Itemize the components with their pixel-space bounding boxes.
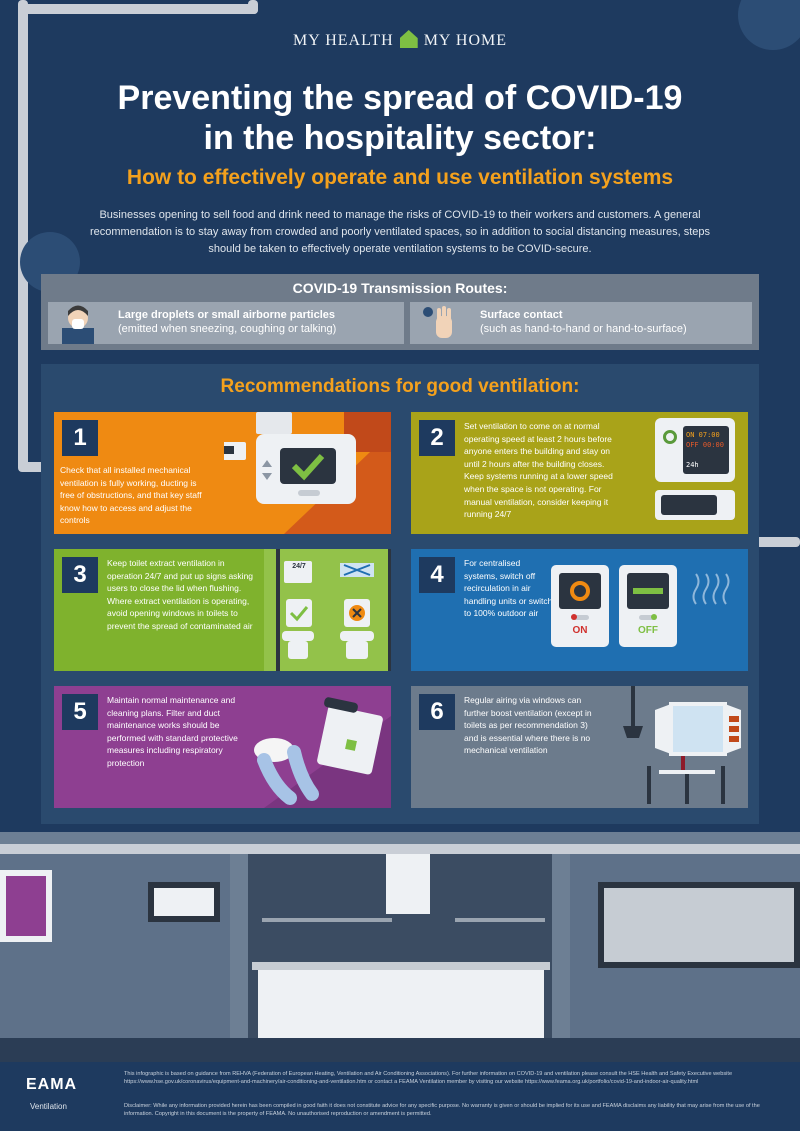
floor — [0, 1038, 800, 1062]
restaurant-scene-illustration — [0, 832, 800, 1062]
timer-on-label: ON 07:00 — [686, 431, 720, 439]
route-surface-title: Surface contact — [480, 309, 563, 321]
card-text: Regular airing via windows can further b… — [464, 695, 592, 756]
recirculation-icon — [559, 573, 601, 609]
transmission-routes-title: COVID-19 Transmission Routes: — [292, 280, 508, 296]
kitchen-window — [598, 882, 800, 968]
moon-fan-icon — [661, 495, 717, 515]
brand-logo: MY HEALTH MY HOME — [0, 30, 800, 50]
feama-logo: EAMA — [26, 1076, 78, 1093]
off-indicator — [639, 614, 657, 620]
page-title: Preventing the spread of COVID-19 in the… — [0, 78, 800, 158]
feama-logo-subtitle: Ventilation — [30, 1102, 67, 1111]
card-text: Check that all installed mechanical vent… — [60, 465, 202, 526]
title-line-2: in the hospitality sector: — [203, 119, 597, 157]
route-airborne-detail: (emitted when sneezing, coughing or talk… — [118, 323, 337, 335]
outdoor-air-off-unit: OFF — [619, 565, 677, 647]
timer-display: ON 07:00 OFF 00:00 24h — [655, 418, 735, 482]
card-text: Set ventilation to come on at normal ope… — [464, 421, 613, 520]
card-number: 5 — [62, 694, 98, 730]
toilet-illustration — [264, 549, 391, 671]
off-label: OFF — [638, 625, 658, 636]
card-number: 6 — [419, 694, 455, 730]
artwork-frame — [148, 882, 220, 922]
maintenance-illustration — [254, 697, 391, 808]
recommendation-card-6: 6 Regular airing via windows can further… — [411, 686, 748, 808]
card-text: For centralised systems, switch off reci… — [464, 558, 553, 619]
bar-counter-top — [252, 962, 550, 970]
ceiling-duct — [0, 844, 800, 854]
airflow-waves-icon — [692, 573, 730, 605]
timer-off-label: OFF 00:00 — [686, 441, 724, 449]
card-number: 4 — [419, 557, 455, 593]
page-subtitle: How to effectively operate and use venti… — [126, 166, 674, 189]
bottle-shelf — [455, 918, 545, 922]
menu-board — [386, 854, 430, 914]
recommendation-card-5: 5 Maintain normal maintenance and cleani… — [54, 686, 391, 808]
recommendation-card-2: 2 Set ventilation to come on at normal o… — [411, 412, 748, 534]
pipe-decoration — [18, 4, 258, 14]
route-surface-detail: (such as hand-to-hand or hand-to-surface… — [480, 323, 687, 335]
hand-virus-icon — [423, 306, 452, 338]
route-airborne: Large droplets or small airborne particl… — [48, 302, 404, 344]
recommendations-title: Recommendations for good ventilation: — [220, 376, 580, 397]
transmission-routes-panel: COVID-19 Transmission Routes: Large drop… — [41, 274, 759, 350]
route-airborne-title: Large droplets or small airborne particl… — [118, 309, 336, 321]
route-surface: Surface contact (such as hand-to-hand or… — [410, 302, 752, 344]
brand-right: MY HOME — [423, 32, 507, 49]
timer-screen: ON 07:00 OFF 00:00 24h — [683, 426, 729, 474]
footer: EAMA Ventilation This infographic is bas… — [0, 1062, 800, 1131]
ventilation-control-panel-icon — [224, 412, 391, 534]
disclaimer: Disclaimer: While any information provid… — [124, 1103, 760, 1117]
open-window-illustration — [623, 686, 741, 804]
person-sneezing-icon — [62, 305, 94, 344]
timer-hours-label: 24h — [686, 461, 699, 469]
house-icon — [399, 30, 418, 48]
recommendation-card-4: 4 For centralised systems, switch off re… — [411, 549, 748, 671]
fan-speed-display — [655, 490, 735, 520]
brand-left: MY HEALTH — [293, 32, 394, 49]
on-label: ON — [572, 625, 588, 636]
recommendation-card-1: 1 Check that all installed mechanical ve… — [54, 412, 391, 534]
pipe-decoration — [18, 0, 28, 470]
card-text: Maintain normal maintenance and cleaning… — [107, 695, 238, 768]
pipe-decoration — [248, 0, 258, 14]
sign-24-7: 24/7 — [292, 563, 306, 570]
intro-paragraph: Businesses opening to sell food and drin… — [90, 209, 710, 255]
outdoor-air-icon — [627, 573, 669, 609]
pipe-decoration — [18, 462, 58, 472]
title-line-1: Preventing the spread of COVID-19 — [117, 79, 683, 117]
on-indicator — [571, 614, 589, 620]
card-number: 3 — [62, 557, 98, 593]
fan-icon — [663, 430, 677, 444]
source-note: This infographic is based on guidance fr… — [124, 1071, 733, 1085]
card-text: Keep toilet extract ventilation in opera… — [107, 558, 254, 631]
artwork-frame — [0, 870, 52, 942]
card-number: 1 — [62, 420, 98, 456]
bottle-shelf — [262, 918, 392, 922]
recommendation-card-3: 3 Keep toilet extract ventilation in ope… — [54, 549, 391, 671]
card-number: 2 — [419, 420, 455, 456]
recirculation-on-unit: ON — [551, 565, 609, 647]
